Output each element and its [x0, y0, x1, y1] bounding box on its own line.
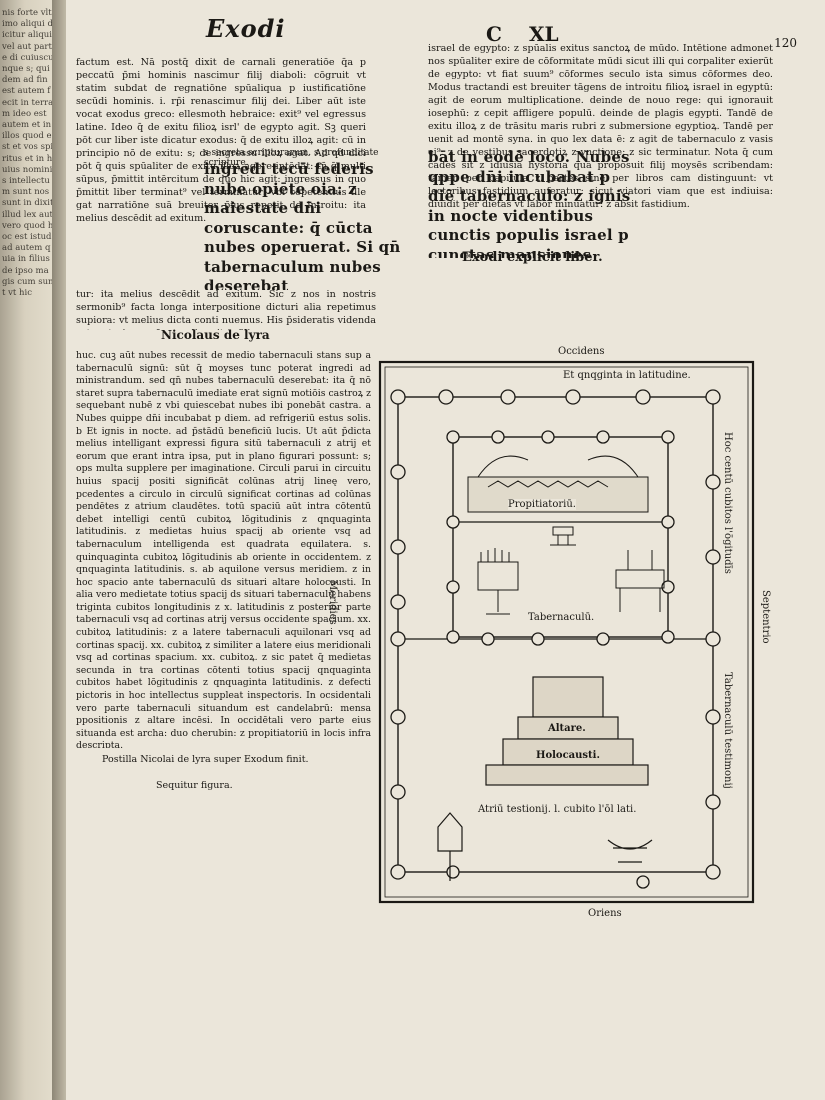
label-atrium: Atriū testionij. l. cubito l'ōl lati.: [478, 804, 637, 815]
label-septentrio: Septentrio: [760, 590, 771, 644]
outer-frame: [378, 360, 755, 904]
court-columns: [390, 389, 721, 889]
book-page: Exodi C XL 120 factum est. Nā postq̄ dix…: [66, 0, 825, 1100]
sequitur-figura: Sequitur figura.: [156, 780, 233, 791]
label-meridies: Meridies: [327, 580, 338, 625]
tabernacle-diagram: Occidens Et qnqginta in latitudine. Prop…: [378, 342, 763, 919]
label-latitude: Et qnqginta in latitudine.: [563, 370, 691, 381]
gloss-caption: s secreta scripturarum. s profunditate s…: [204, 148, 379, 168]
chapter-letter: C: [486, 22, 502, 46]
label-right-lower: Tabernaculū testimonij: [722, 672, 733, 789]
menorah-drawing: [477, 548, 519, 615]
scripture-continued: bāt in eodē loco. Nubes qppe dn̄i incuba…: [428, 148, 631, 258]
showbread-table-drawing: [615, 550, 665, 612]
tabernacle-enclosure: [452, 436, 669, 638]
gloss-top-right: israel de egypto: z spūalis exitus sanct…: [428, 43, 773, 210]
outer-frame-inner: [384, 366, 749, 898]
commentary-text: huc. cuꝫ aūt nubes recessit de medio tab…: [76, 350, 371, 748]
chapter-number: XL: [529, 22, 559, 46]
incense-altar-drawing: [550, 526, 576, 546]
gloss-continuation: tur: ita melius descēdit ad exitum. Sic …: [76, 289, 376, 330]
altar-of-holocaust: [485, 676, 649, 786]
postilla-end: Postilla Nicolai de lyra super Exodum fi…: [102, 754, 309, 765]
label-holocausti: Holocausti.: [536, 750, 600, 761]
label-right-upper: Hoc centū cubitos l'ōgitudīs: [722, 432, 733, 574]
commentator-name: Nicolaus de lyra: [161, 328, 270, 342]
label-occidens: Occidens: [558, 346, 605, 357]
label-tabernaculum: Tabernaculū.: [528, 612, 595, 623]
scripture-main: ingredi tecū federis nube opiēte oia: z …: [204, 160, 401, 290]
lamp-drawing: [437, 812, 463, 881]
adjacent-page: nis forte vltimo aliqui dicitur aliqui v…: [0, 0, 62, 1100]
label-oriens: Oriens: [588, 908, 622, 919]
label-altare: Altare.: [548, 723, 586, 734]
explicit-line: Exodi explicit liber.: [462, 250, 603, 265]
tabernacle-plan-svg: [378, 360, 755, 904]
label-propitiatorium: Propitiatoriū.: [508, 499, 576, 510]
running-title: Exodi: [206, 14, 286, 43]
adjacent-page-text: nis forte vltimo aliqui dicitur aliqui v…: [2, 8, 54, 299]
gloss-top-left: factum est. Nā postq̄ dixit de carnali g…: [76, 57, 366, 224]
folio-number: 120: [774, 36, 797, 50]
laver-drawing: [607, 839, 653, 863]
